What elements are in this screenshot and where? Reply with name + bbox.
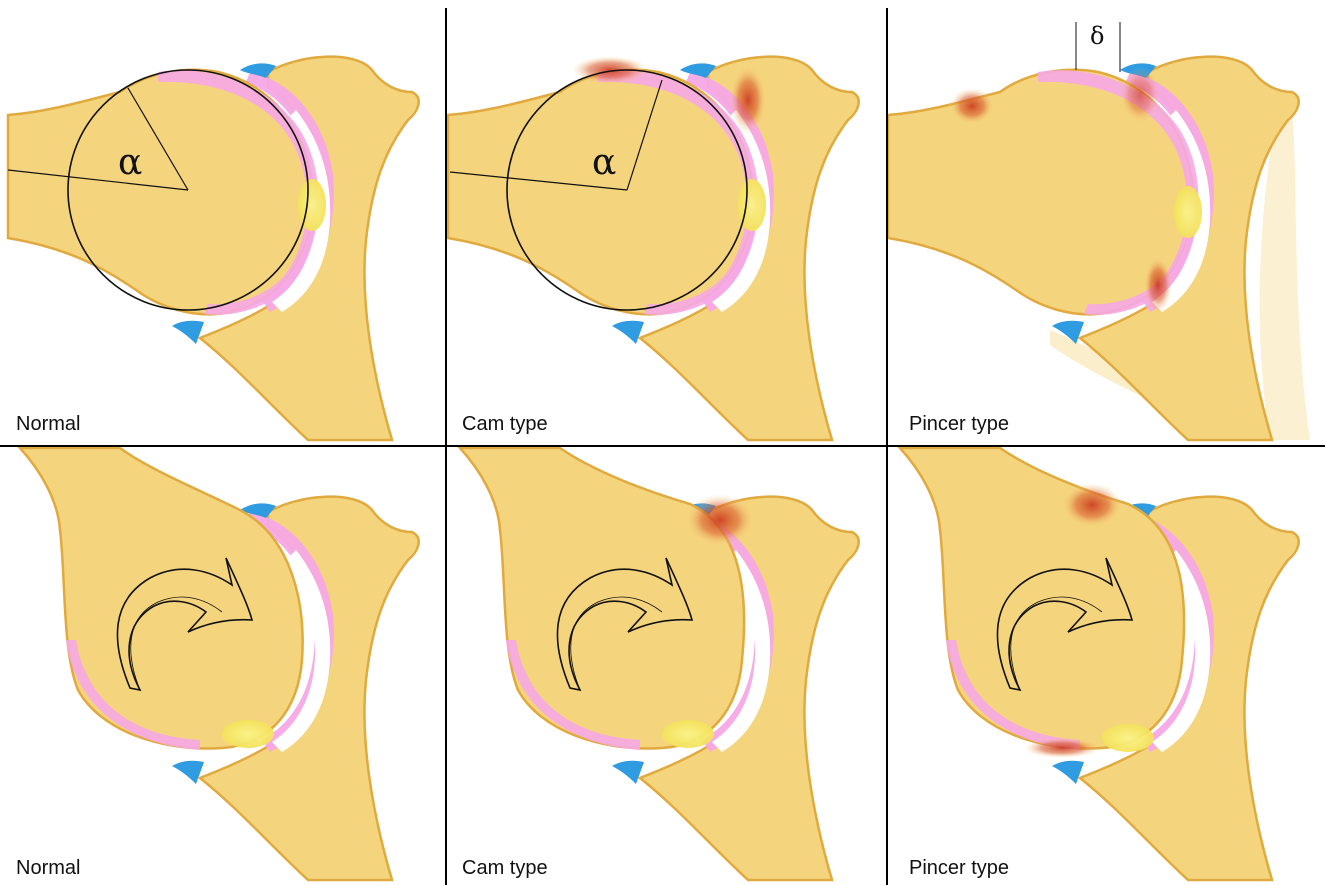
femur-flexed — [900, 448, 1184, 748]
femur-flexed — [20, 448, 303, 748]
panel-label-top-cam: Cam type — [462, 413, 548, 435]
delta-symbol: δ — [1090, 22, 1104, 50]
contrecoup-lesion — [950, 88, 994, 124]
labral-lesion — [730, 66, 766, 134]
panel-top-pincer: δ — [888, 22, 1310, 440]
panel-label-bottom-normal: Normal — [16, 857, 80, 879]
posteroinferior-lesion — [1144, 257, 1172, 313]
panel-top-cam: α — [448, 56, 859, 440]
panel-bottom-pincer — [900, 448, 1299, 880]
alpha-symbol: α — [118, 142, 142, 183]
panel-bottom-normal — [20, 448, 419, 880]
panel-label-top-normal: Normal — [16, 413, 80, 435]
panel-bottom-cam — [460, 448, 859, 880]
alpha-symbol: α — [592, 142, 616, 183]
panel-label-top-pincer: Pincer type — [909, 413, 1009, 435]
femur-flexed — [460, 448, 744, 748]
panel-label-bottom-cam: Cam type — [462, 857, 548, 879]
panel-top-normal: α — [8, 57, 419, 440]
cam-lesion — [686, 494, 754, 546]
contrecoup-lesion — [1024, 738, 1100, 758]
panel-label-bottom-pincer: Pincer type — [909, 857, 1009, 879]
impingement-lesion — [1062, 483, 1122, 527]
